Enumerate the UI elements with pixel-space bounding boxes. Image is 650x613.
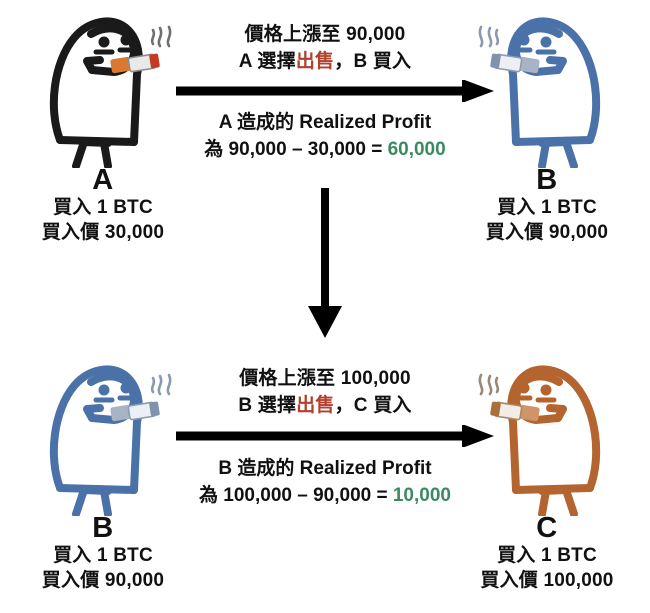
step-2-calculation: B 造成的 Realized Profit 為 100,000 – 90,000…: [175, 456, 475, 510]
smoking-blob-character-icon: [49, 365, 172, 516]
step-1-headline-line1: 價格上漲至 90,000: [244, 24, 406, 45]
figure-detail-b-top-1: 買入 1 BTC: [497, 197, 597, 218]
figure-block-b-bottom: B 買入 1 BTC 買入價 90,000: [8, 348, 198, 594]
smoke-icon: [478, 25, 500, 48]
step-2-calc-line2: 為 100,000 – 90,000 = 10,000: [175, 483, 475, 510]
figure-label-b-bottom: B: [92, 512, 114, 544]
step-2-sell-action: 出售: [296, 394, 335, 416]
smoke-icon: [478, 373, 500, 396]
figure-detail-c-1: 買入 1 BTC: [497, 545, 597, 566]
step-1-headline-line2: A 選擇出售，B 買入: [175, 49, 475, 76]
cigarette-icon: [490, 401, 540, 422]
smoking-blob-character-icon: [49, 17, 172, 168]
figure-detail-b-top-2: 買入價 90,000: [485, 222, 609, 244]
flow-arrow-down: [308, 188, 342, 338]
cigarette-icon: [110, 401, 160, 422]
step-2-headline-line1: 價格上漲至 100,000: [239, 368, 411, 389]
figure-label-b-top: B: [536, 164, 558, 196]
figure-label-a: A: [92, 164, 114, 196]
cigarette-icon: [110, 53, 160, 74]
step-1-calc-line1: A 造成的 Realized Profit: [218, 112, 432, 133]
smoking-blob-character-icon: [478, 17, 601, 168]
figure-label-c: C: [536, 512, 558, 544]
figure-detail-a-2: 買入價 30,000: [41, 222, 165, 244]
step-2-profit-value: 10,000: [392, 484, 451, 506]
smoke-icon: [150, 373, 172, 396]
step-2-actor-prefix: B 選擇: [238, 394, 297, 416]
step-1-calc-line2: 為 90,000 – 30,000 = 60,000: [175, 137, 475, 164]
figure-block-b-top: B 買入 1 BTC 買入價 90,000: [452, 0, 642, 246]
step-1-actor-prefix: A 選擇: [238, 50, 296, 72]
step-1-sell-action: 出售: [295, 50, 335, 72]
figure-detail-a-1: 買入 1 BTC: [53, 197, 153, 218]
step-1-calc-expression: 為 90,000 – 30,000 =: [204, 138, 388, 160]
figure-detail-b-bottom-2: 買入價 90,000: [41, 570, 165, 592]
step-1-headline: 價格上漲至 90,000 A 選擇出售，B 買入: [175, 22, 475, 76]
step-1-profit-value: 60,000: [387, 138, 446, 160]
flow-step-1: A 買入 1 BTC 買入價 30,000: [0, 0, 650, 273]
figure-detail-c-2: 買入價 100,000: [480, 570, 614, 592]
figure-detail-b-bottom-1: 買入 1 BTC: [53, 545, 153, 566]
step-1-calculation: A 造成的 Realized Profit 為 90,000 – 30,000 …: [175, 110, 475, 164]
step-2-headline-line2: B 選擇出售，C 買入: [175, 393, 475, 420]
smoke-icon: [150, 25, 172, 48]
step-2-actor-suffix: ，C 買入: [334, 394, 412, 416]
flow-arrow-right-1: [176, 80, 494, 102]
figure-block-a: A 買入 1 BTC 買入價 30,000: [8, 0, 198, 246]
smoking-blob-character-icon: [478, 365, 601, 516]
flow-step-2: B 買入 1 BTC 買入價 90,000: [0, 340, 650, 613]
step-2-calc-expression: 為 100,000 – 90,000 =: [199, 484, 393, 506]
flow-arrow-right-2: [176, 425, 494, 447]
cigarette-icon: [490, 53, 540, 74]
step-1-actor-suffix: ，B 買入: [334, 50, 412, 72]
step-2-headline: 價格上漲至 100,000 B 選擇出售，C 買入: [175, 366, 475, 420]
step-2-calc-line1: B 造成的 Realized Profit: [218, 458, 432, 479]
figure-block-c: C 買入 1 BTC 買入價 100,000: [452, 348, 642, 594]
